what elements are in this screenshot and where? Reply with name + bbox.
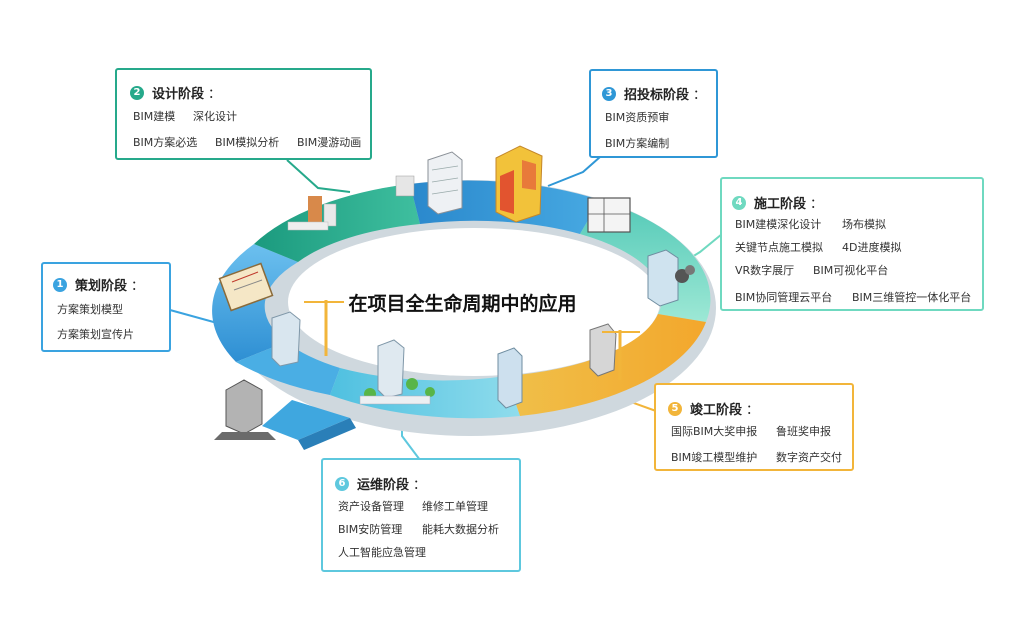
stage-1-header: 1 策划阶段 ： [53,275,144,294]
stage-4-number: 4 [732,195,746,210]
stage-5-box: 5 竣工阶段 ： 国际BIM大奖申报 鲁班奖申报 BIM竣工模型维护 数字资产交… [654,383,854,471]
stage-5-header: 5 竣工阶段 ： [668,399,759,418]
stage-2-title: 设计阶段 [152,87,205,102]
stage-6-item: 人工智能应急管理 [338,546,426,559]
stage-4-item: BIM协同管理云平台 [735,291,833,304]
stage-3-colon: ： [693,88,707,103]
stage-3-number: 3 [602,86,616,101]
ring-center [288,228,660,376]
diagram-title: 在项目全生命周期中的应用 [348,293,577,315]
stage-5-item: 数字资产交付 [776,451,842,464]
stage-5-number: 5 [668,401,682,416]
ring-tail [262,400,350,440]
stage-3-item: BIM方案编制 [605,137,670,150]
stage-1-item: 方案策划宣传片 [57,328,134,341]
stage-3-header: 3 招投标阶段 ： [602,84,706,103]
connector-stage-2 [286,159,351,193]
stage-2-item: 深化设计 [193,110,237,123]
stage-4-title: 施工阶段 [754,197,807,212]
stage-3-box: 3 招投标阶段 ： BIM资质预审 BIM方案编制 [589,69,718,158]
stage-1-colon: ： [131,279,145,294]
stage-4-colon: ： [810,197,824,212]
stage-6-colon: ： [413,478,427,493]
stage-1-item: 方案策划模型 [57,303,123,316]
stage-4-item: 关键节点施工模拟 [735,241,823,254]
ring-segment-stage-2 [254,184,420,262]
stage-6-header: 6 运维阶段 ： [335,474,426,493]
stage-2-item: BIM漫游动画 [297,136,362,149]
stage-2-number: 2 [130,85,144,100]
stage-2-item: BIM建模 [133,110,176,123]
stage-6-title: 运维阶段 [357,478,410,493]
stage-4-box: 4 施工阶段 ： BIM建模深化设计 场布模拟 关键节点施工模拟 4D进度模拟 … [720,177,984,311]
stage-1-title: 策划阶段 [75,279,128,294]
connector-stage-3 [547,156,601,187]
stage-5-item: BIM竣工模型维护 [671,451,758,464]
stage-4-item: VR数字展厅 [735,264,795,277]
stage-4-item: BIM建模深化设计 [735,218,822,231]
stage-6-box: 6 运维阶段 ： 资产设备管理 维修工单管理 BIM安防管理 能耗大数据分析 人… [321,458,521,572]
stage-6-item: 能耗大数据分析 [422,523,499,536]
stage-4-item: BIM可视化平台 [813,264,889,277]
ring-segment-stage-1b [236,342,340,395]
stage-4-item: 场布模拟 [842,218,886,231]
stage-3-item: BIM资质预审 [605,111,670,124]
stage-2-item: BIM方案必选 [133,136,198,149]
stage-6-item: 资产设备管理 [338,500,404,513]
stage-2-item: BIM模拟分析 [215,136,280,149]
stage-2-colon: ： [208,87,222,102]
stage-1-box: 1 策划阶段 ： 方案策划模型 方案策划宣传片 [41,262,171,352]
stage-6-number: 6 [335,476,349,491]
stage-5-item: 鲁班奖申报 [776,425,831,438]
stage-2-header: 2 设计阶段 ： [130,83,221,102]
stage-4-item: 4D进度模拟 [842,241,902,254]
stage-4-item: BIM三维管控一体化平台 [852,291,972,304]
stage-5-colon: ： [746,403,760,418]
building-illustrations [214,145,695,440]
stage-1-number: 1 [53,277,67,292]
stage-2-box: 2 设计阶段 ： BIM建模 深化设计 BIM方案必选 BIM模拟分析 BIM漫… [115,68,372,160]
stage-6-item: BIM安防管理 [338,523,403,536]
stage-5-title: 竣工阶段 [690,403,743,418]
stage-6-item: 维修工单管理 [422,500,488,513]
stage-5-item: 国际BIM大奖申报 [671,425,758,438]
stage-3-title: 招投标阶段 [624,88,690,103]
stage-4-header: 4 施工阶段 ： [732,193,823,212]
